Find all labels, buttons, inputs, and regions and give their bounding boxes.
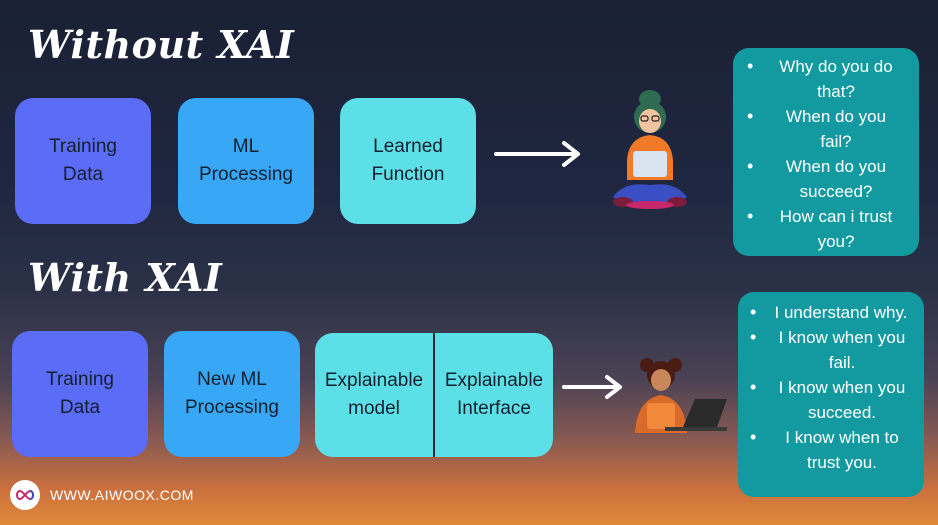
without-xai-heading: Without XAI: [28, 22, 295, 67]
answer-item: I understand why.: [750, 300, 916, 325]
answer-item: I know when to trust you.: [750, 425, 916, 475]
question-item: When do you fail?: [747, 104, 909, 154]
explainable-interface-label: Explainable Interface: [444, 370, 544, 419]
answers-list: I understand why. I know when you fail. …: [750, 300, 916, 475]
person-with-laptop-icon: [613, 90, 687, 209]
learned-function-box: Learned Function: [340, 98, 476, 224]
arrow-right-icon: [494, 141, 580, 167]
training-data-box: Training Data: [12, 331, 148, 457]
infinity-logo-icon: [10, 480, 40, 510]
explainable-model-label: Explainable model: [324, 370, 424, 419]
answers-panel: I understand why. I know when you fail. …: [738, 292, 924, 497]
training-data-label: Training Data: [49, 136, 117, 185]
ml-processing-box: ML Processing: [178, 98, 314, 224]
new-ml-processing-label: New ML Processing: [185, 369, 279, 418]
new-ml-processing-box: New ML Processing: [164, 331, 300, 457]
person-at-laptop-icon: [635, 358, 727, 433]
questions-list: Why do you do that? When do you fail? Wh…: [747, 54, 909, 254]
question-item: When do you succeed?: [747, 154, 909, 204]
training-data-label: Training Data: [46, 369, 114, 418]
ml-processing-label: ML Processing: [199, 136, 293, 185]
learned-function-label: Learned Function: [371, 136, 445, 185]
question-item: Why do you do that?: [747, 54, 909, 104]
explainable-model-interface-box: Explainable model Explainable Interface: [315, 333, 553, 457]
split-divider: [433, 333, 435, 457]
question-item: How can i trust you?: [747, 204, 909, 254]
footer: WWW.AIWOOX.COM: [10, 480, 194, 510]
with-xai-heading: With XAI: [28, 255, 223, 300]
website-link[interactable]: WWW.AIWOOX.COM: [50, 487, 194, 503]
questions-panel: Why do you do that? When do you fail? Wh…: [733, 48, 919, 256]
answer-item: I know when you succeed.: [750, 375, 916, 425]
arrow-right-icon: [562, 375, 622, 399]
answer-item: I know when you fail.: [750, 325, 916, 375]
training-data-box: Training Data: [15, 98, 151, 224]
